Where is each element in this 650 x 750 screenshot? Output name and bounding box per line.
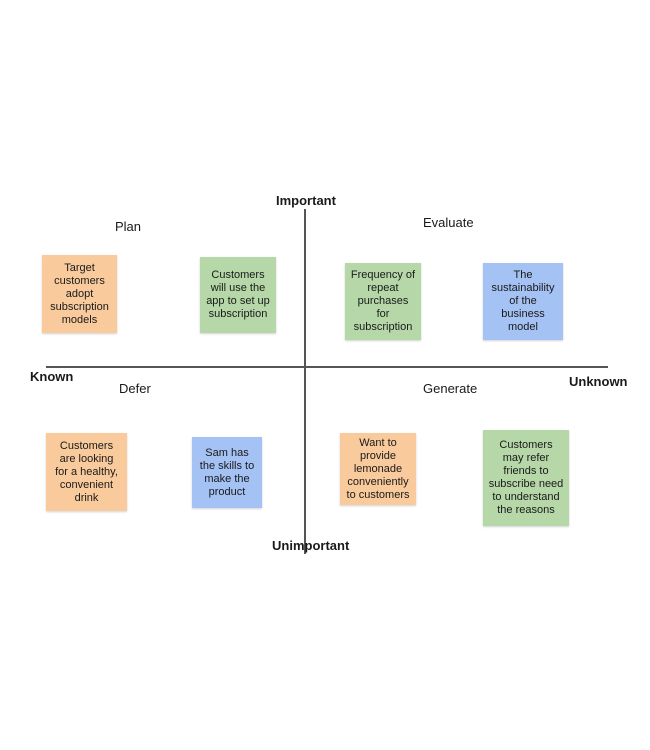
axis-label-known: Known bbox=[30, 369, 74, 384]
quadrant-label-plan: Plan bbox=[115, 219, 142, 234]
quadrant-label-defer: Defer bbox=[119, 381, 151, 396]
quadrant-label-generate: Generate bbox=[423, 381, 478, 396]
axis-label-unknown: Unknown bbox=[569, 374, 628, 389]
horizontal-axis bbox=[46, 366, 608, 368]
vertical-axis bbox=[304, 209, 306, 554]
quadrant-label-evaluate: Evaluate bbox=[423, 215, 474, 230]
axis-label-important: Important bbox=[276, 193, 336, 208]
axis-label-unimportant: Unimportant bbox=[272, 538, 350, 553]
